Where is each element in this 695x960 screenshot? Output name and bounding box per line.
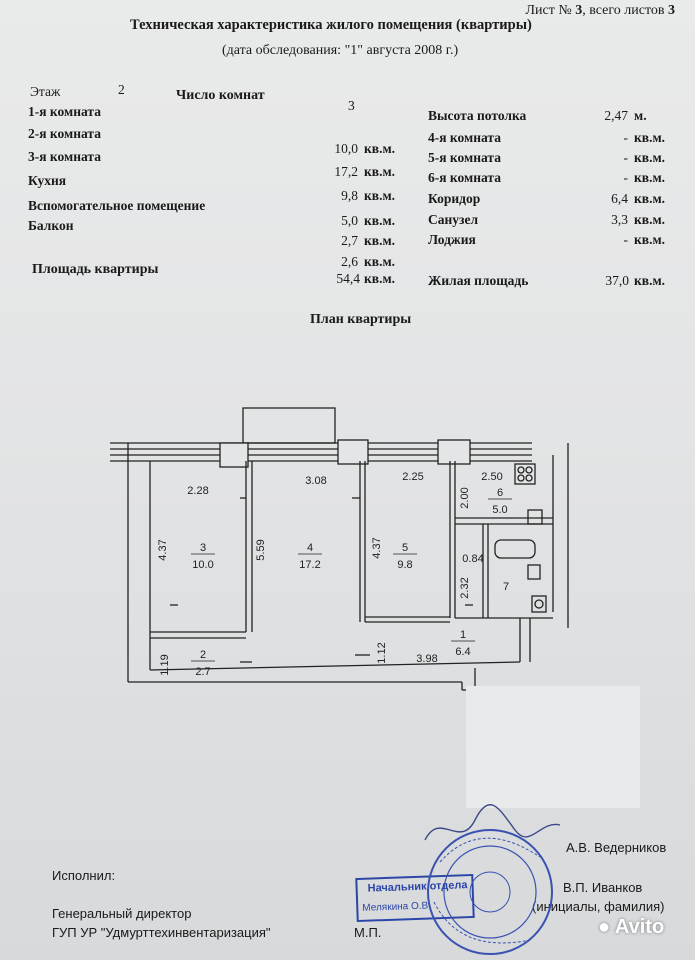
avito-icon: ● [598,916,611,938]
dimension-label: 0.84 [462,553,483,565]
director-label: Генеральный директор [52,906,192,921]
dimension-label: 4.37 [371,537,383,558]
room-number: 6 [497,487,503,499]
right-row-value: 3,3 [611,212,628,227]
right-row-value: - [623,130,629,145]
room-number: 5 [402,542,408,554]
right-row-value: 2,47 [604,108,628,123]
left-row-unit: кв.м. [364,164,396,179]
redaction-block [466,686,640,808]
room-number: 4 [307,542,313,554]
room-number: 3 [200,542,206,554]
room-area: 2.7 [195,666,210,678]
left-row-unit: кв.м. [364,213,396,228]
total-label: , всего листов [582,3,665,18]
left-row-unit: кв.м. [364,141,396,156]
room-area: 5.0 [492,504,507,516]
dimension-label: 4.37 [157,539,169,560]
right-row-unit: кв.м. [634,212,666,227]
sheet-label: Лист № [525,3,572,18]
right-row-value: - [623,232,629,247]
right-row-unit: кв.м. [634,150,666,165]
right-row-label: 5-я комната [428,150,501,165]
dimension-label: 3.98 [416,653,437,665]
dimension-label: 2.50 [481,471,502,483]
document-title: Техническая характеристика жилого помеще… [130,17,532,33]
rooms-count-value: 3 [348,98,355,113]
performer-label: Исполнил: [52,868,116,883]
left-row-label: 3-я комната [28,149,101,164]
sheet-counter: Лист № 3, всего листов 3 [526,3,675,19]
signature-1 [424,804,561,841]
right-row-label: Высота потолка [428,108,527,123]
room-area: 9.8 [397,559,412,571]
floor-value: 2 [118,82,125,97]
rooms-count-label: Число комнат [176,88,265,103]
floor-label: Этаж [30,84,61,99]
org-name: ГУП УР "Удмурттехинвентаризация" [52,925,271,940]
right-row-label: 6-я комната [428,170,501,185]
avito-watermark: ● Avito [598,916,664,939]
living-area-label: Жилая площадь [428,273,529,288]
room-area: 6.4 [455,646,470,658]
left-row-label: 2-я комната [28,126,101,141]
left-row-label: Вспомогательное помещение [28,198,206,213]
living-area-unit: кв.м. [634,273,666,288]
survey-date: (дата обследования: "1" августа 2008 г.) [222,43,459,58]
room-area: 10.0 [192,559,213,571]
right-row-unit: м. [634,108,647,123]
dimension-label: 1.12 [376,642,388,663]
room-number: 2 [200,649,206,661]
left-row-value: 17,2 [334,164,358,179]
dimension-label: 3.08 [305,475,326,487]
right-row-value: - [623,170,629,185]
right-row-unit: кв.м. [634,232,666,247]
left-row-value: 10,0 [334,141,358,156]
right-row-label: 4-я комната [428,130,501,145]
right-row-label: Лоджия [428,232,476,247]
left-row-value: 2,6 [341,254,358,269]
right-row-value: - [623,150,629,165]
signer1-name: А.В. Ведерников [566,840,667,855]
left-row-label: Кухня [28,173,67,188]
right-row-value: 6,4 [611,191,628,206]
balcony-outline [242,407,336,444]
left-row-label: Балкон [28,218,74,233]
dimension-label: 2.25 [402,471,423,483]
dimension-label: 1.19 [159,654,171,675]
floor-plan: 2.28 3.08 2.25 2.50 4.37 5.59 4.37 2.00 0.84 2.32… [110,407,569,691]
left-row-value: 5,0 [341,213,358,228]
left-row-value: 9,8 [341,188,358,203]
left-row-unit: кв.м. [364,254,396,269]
right-row-unit: кв.м. [634,170,666,185]
left-row-unit: кв.м. [364,233,396,248]
room-area: 17.2 [299,559,320,571]
dimension-label: 2.00 [459,487,471,508]
round-seal [427,829,553,955]
left-row-unit: кв.м. [364,188,396,203]
room-number: 1 [460,629,466,641]
left-row-label: 1-я комната [28,104,101,119]
initials-note: (инициалы, фамилия) [532,899,665,914]
dimension-label: 2.28 [187,485,208,497]
avito-watermark-text: Avito [614,916,665,938]
total-area-value: 54,4 [336,271,360,286]
right-row-unit: кв.м. [634,130,666,145]
room-number: 7 [503,581,509,593]
total-area-label: Площадь квартиры [32,262,159,277]
signer2-name: В.П. Иванков [563,880,643,895]
mp-label: М.П. [354,925,382,940]
total-area-unit: кв.м. [364,271,396,286]
right-row-label: Коридор [428,191,481,206]
dimension-label: 5.59 [255,539,267,560]
sheet-number: 3 [575,3,583,18]
dimension-label: 2.32 [459,577,471,598]
left-row-value: 2,7 [341,233,358,248]
right-row-unit: кв.м. [634,191,666,206]
right-row-label: Санузел [428,212,479,227]
plan-title: План квартиры [310,312,412,327]
total-number: 3 [668,3,675,18]
living-area-value: 37,0 [605,273,629,288]
